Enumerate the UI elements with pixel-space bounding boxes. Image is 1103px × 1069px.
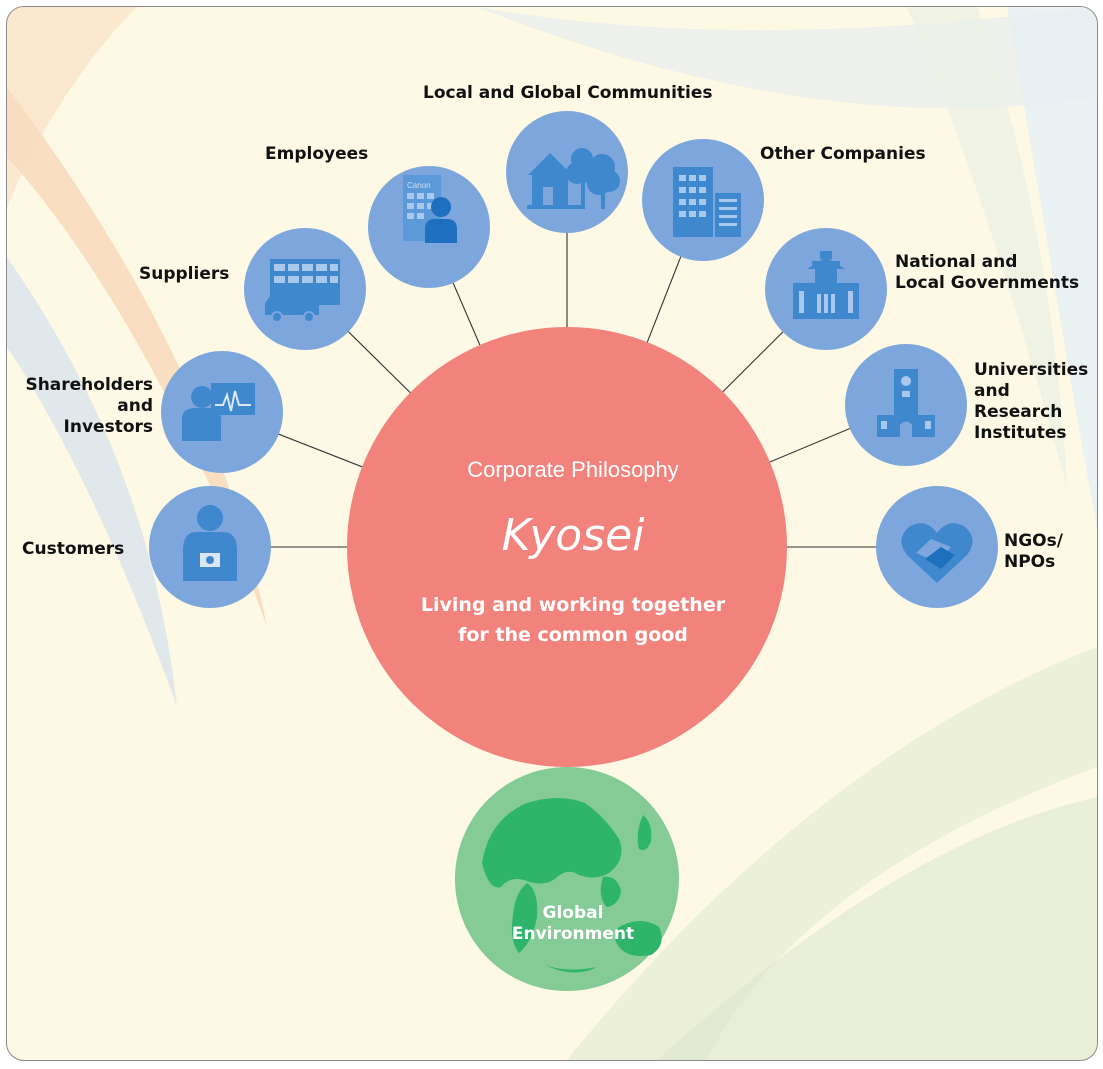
label-communities: Local and Global Communities — [423, 83, 713, 103]
label-universities: Universities and Research Institutes — [974, 360, 1088, 444]
label-shareholders-line-3: Investors — [63, 417, 153, 437]
label-customers: Customers — [22, 539, 125, 559]
factory-truck-icon — [265, 259, 340, 323]
label-universities-line-3: Research — [974, 402, 1063, 422]
label-universities-line-1: Universities — [974, 360, 1089, 380]
tagline-line-2: for the common good — [458, 624, 688, 646]
center-name: Kyosei — [501, 510, 645, 561]
investor-chart-icon — [182, 383, 255, 441]
center-tagline: Living and working together for the comm… — [383, 590, 763, 650]
stakeholder-diagram: Canon — [149, 111, 998, 991]
global-environment-label: Global Environment — [483, 903, 663, 945]
label-universities-line-2: and — [974, 381, 1010, 401]
corporate-philosophy-circle — [347, 327, 787, 767]
person-with-camera-icon — [183, 505, 237, 581]
office-worker-icon: Canon — [403, 175, 457, 243]
university-tower-icon — [877, 369, 935, 437]
label-shareholders: Shareholders and Investors — [17, 375, 153, 438]
label-governments: National and Local Governments — [895, 252, 1079, 294]
label-ngos-line-2: NPOs — [1004, 552, 1056, 572]
label-governments-line-2: Local Governments — [895, 273, 1080, 293]
label-suppliers: Suppliers — [139, 264, 230, 284]
label-other-companies: Other Companies — [760, 144, 926, 164]
center-title: Corporate Philosophy — [467, 457, 679, 482]
label-universities-line-4: Institutes — [974, 423, 1067, 443]
office-buildings-icon — [673, 167, 741, 237]
tagline-line-1: Living and working together — [420, 594, 726, 616]
label-ngos-line-1: NGOs/ — [1004, 531, 1063, 551]
label-ngos: NGOs/ NPOs — [1004, 531, 1063, 573]
label-shareholders-line-2: and — [117, 396, 153, 416]
background-swooshes — [7, 7, 1097, 1060]
globe-icon — [482, 798, 662, 973]
parliament-building-icon — [793, 251, 859, 319]
label-employees: Employees — [265, 144, 369, 164]
building-sign-label: Canon — [407, 181, 431, 190]
environment-label-line-2: Environment — [511, 924, 635, 944]
house-trees-icon — [527, 148, 620, 209]
diagram-frame: Canon — [6, 6, 1098, 1061]
environment-label-line-1: Global — [542, 903, 604, 923]
label-governments-line-1: National and — [895, 252, 1018, 272]
label-shareholders-line-1: Shareholders — [25, 375, 153, 395]
heart-handshake-icon — [901, 523, 973, 583]
